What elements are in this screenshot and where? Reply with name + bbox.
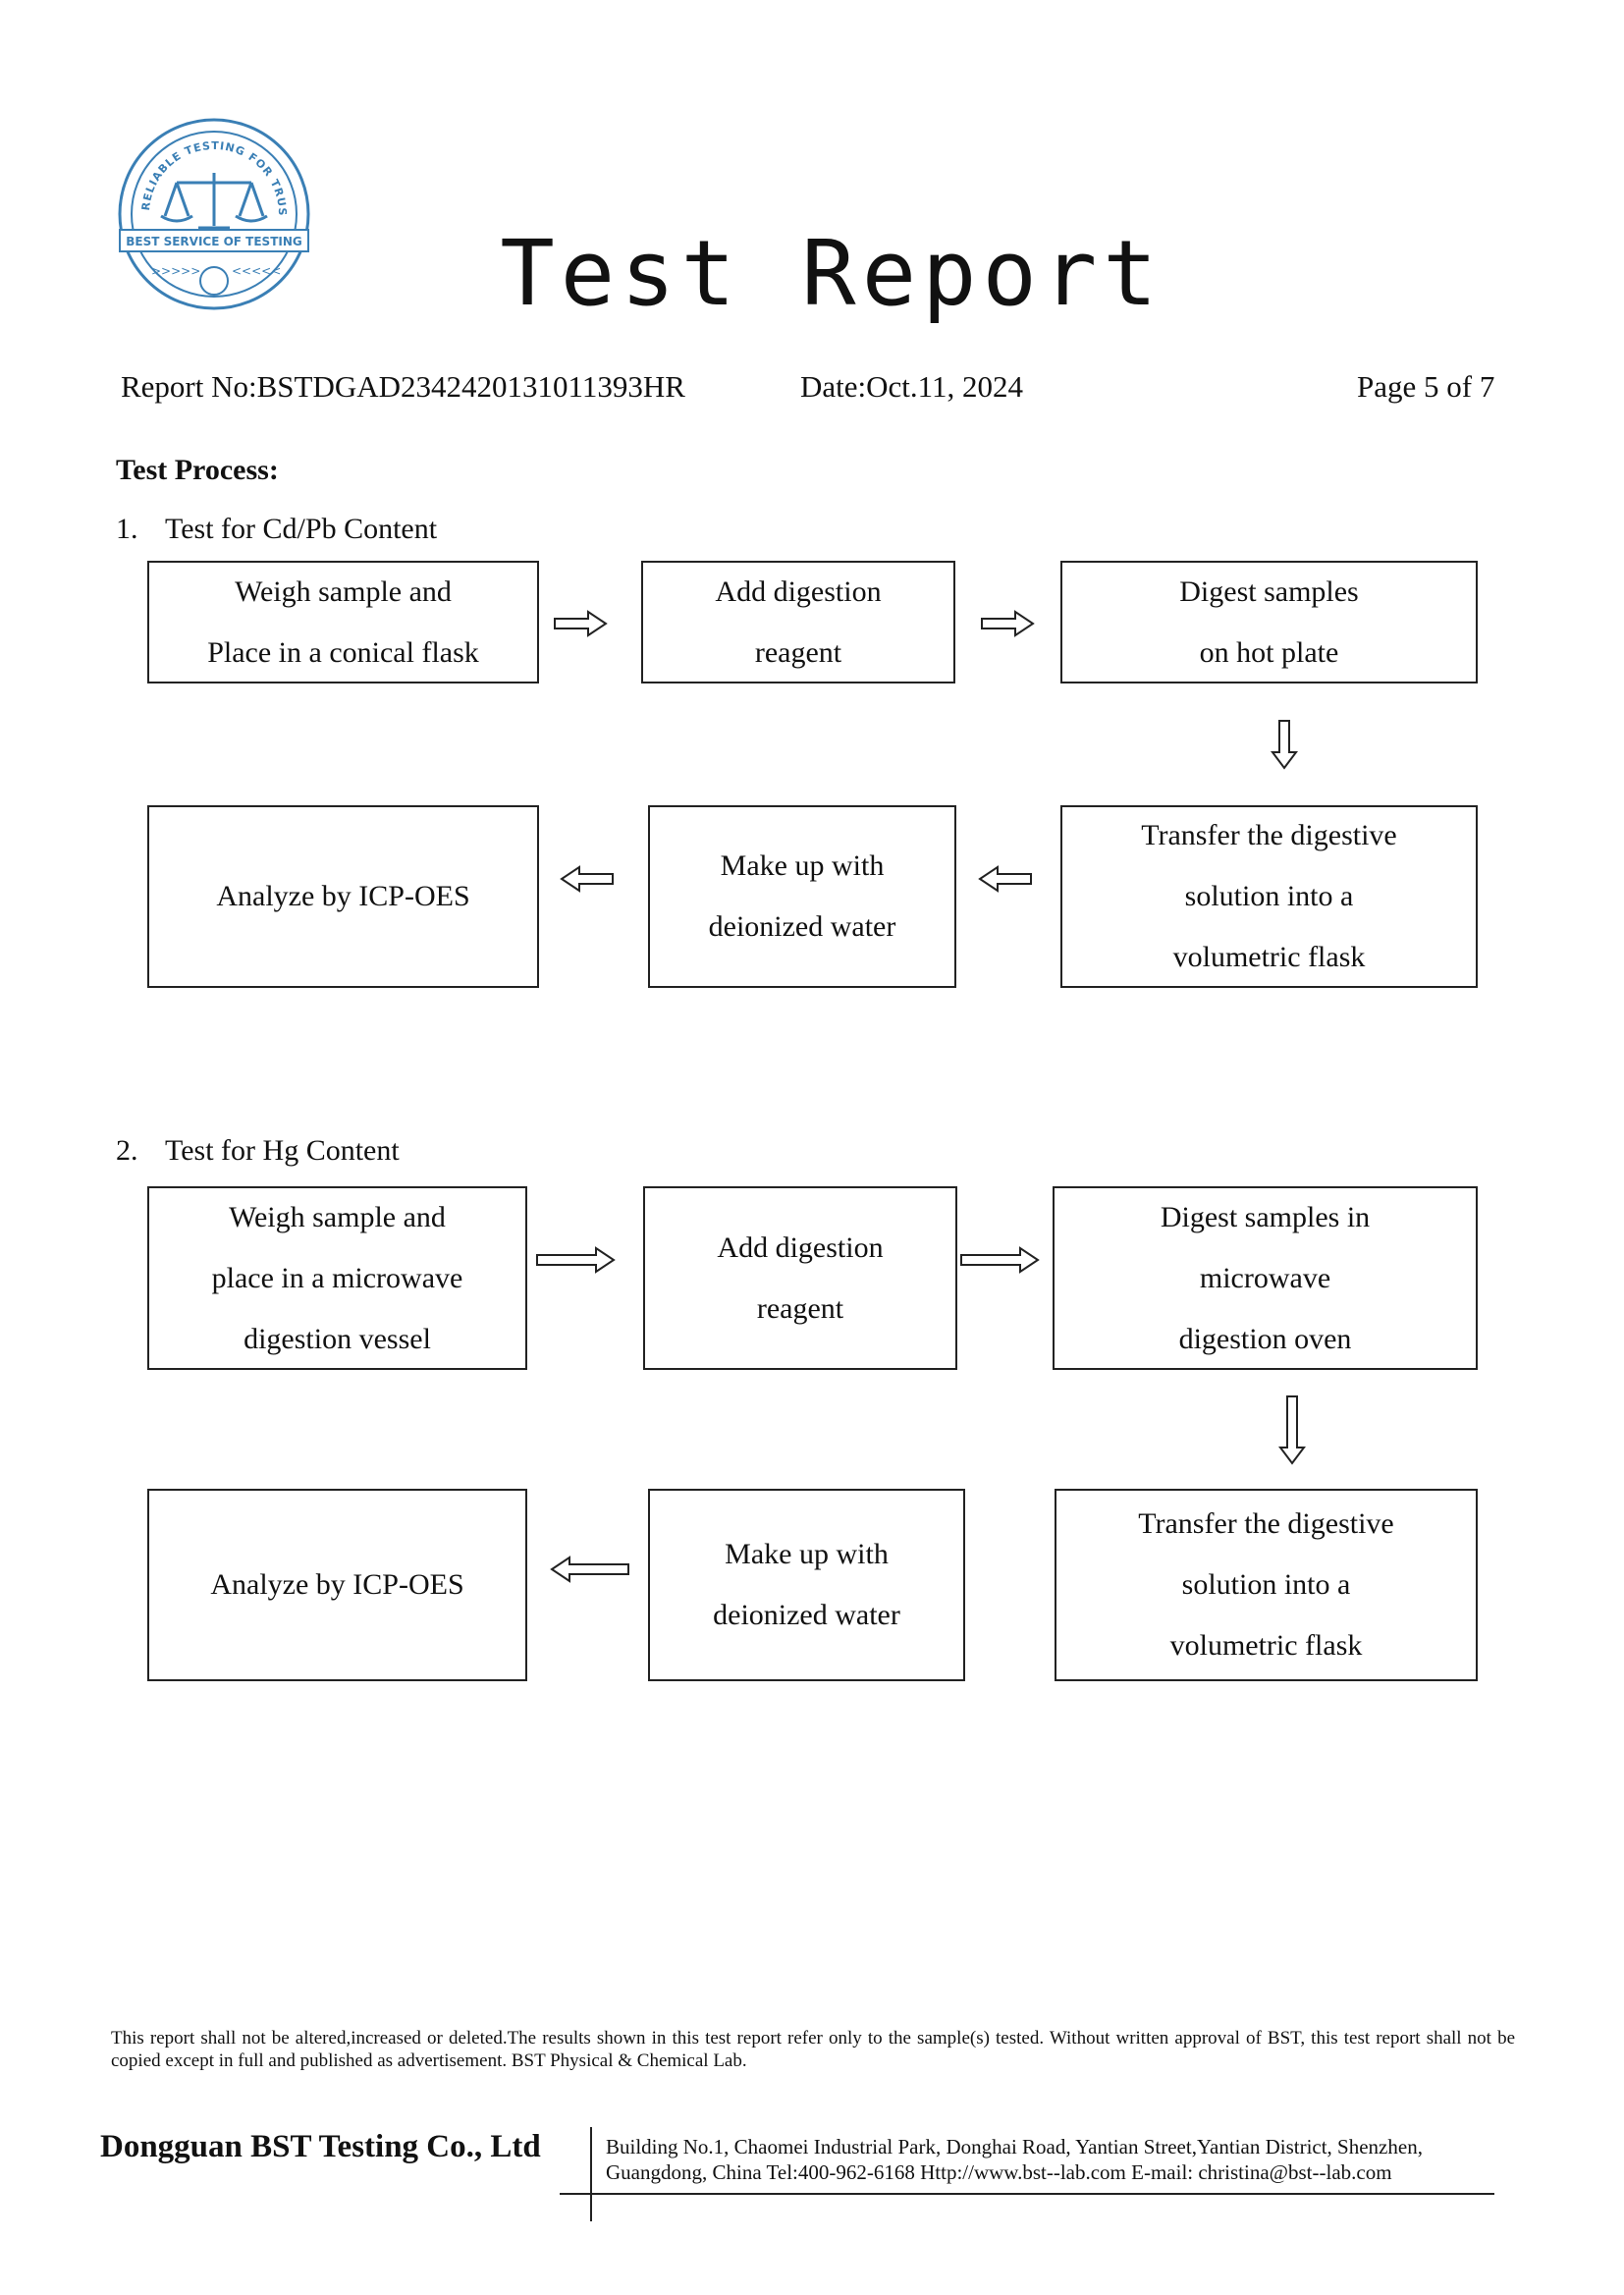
box-line: deionized water bbox=[708, 910, 896, 943]
company-address: Building No.1, Chaomei Industrial Park, … bbox=[606, 2134, 1519, 2185]
svg-text:<<<<<: <<<<< bbox=[232, 264, 281, 278]
logo-band-text: BEST SERVICE OF TESTING bbox=[126, 235, 302, 248]
arrow-left-icon bbox=[978, 865, 1032, 893]
address-line: Building No.1, Chaomei Industrial Park, … bbox=[606, 2135, 1423, 2158]
page-title: Test Report bbox=[500, 221, 1164, 326]
box-line: deionized water bbox=[713, 1599, 900, 1631]
bst-logo: A RELIABLE TESTING FOR TRUST BEST SERVIC… bbox=[116, 116, 310, 310]
arrow-down-icon bbox=[1271, 720, 1298, 770]
box-line: Digest samples in bbox=[1160, 1200, 1371, 1233]
arrow-right-icon bbox=[536, 1246, 616, 1274]
box-line: Place in a conical flask bbox=[207, 635, 479, 669]
test-process-heading: Test Process: bbox=[116, 454, 279, 486]
box-line: Add digestion bbox=[715, 574, 882, 608]
disclaimer-text: This report shall not be altered,increas… bbox=[111, 2028, 1515, 2071]
box-line: Add digestion bbox=[717, 1230, 884, 1264]
section-number: 2. bbox=[116, 1134, 138, 1167]
box-line: Weigh sample and bbox=[235, 574, 452, 608]
section-title: Test for Hg Content bbox=[165, 1134, 400, 1167]
box-line: Digest samples bbox=[1179, 574, 1359, 608]
company-name: Dongguan BST Testing Co., Ltd bbox=[100, 2129, 541, 2164]
section-number: 1. bbox=[116, 513, 138, 545]
arrow-right-icon bbox=[981, 610, 1035, 637]
arrow-down-icon bbox=[1278, 1395, 1306, 1465]
box-line: volumetric flask bbox=[1169, 1629, 1363, 1662]
box-line: digestion vessel bbox=[244, 1322, 431, 1355]
box-line: Make up with bbox=[720, 849, 885, 882]
box-line: Transfer the digestive bbox=[1138, 1507, 1394, 1540]
report-number: Report No:BSTDGAD2342420131011393HR bbox=[121, 369, 685, 404]
box-line: place in a microwave bbox=[211, 1261, 463, 1294]
logo-chevrons: >>>>> <<<<< bbox=[151, 264, 281, 278]
scales-icon bbox=[160, 173, 268, 230]
contact-line: Guangdong, China Tel:400-962-6168 Http:/… bbox=[606, 2160, 1392, 2184]
flow-box-s1-1: Weigh sample and Place in a conical flas… bbox=[147, 561, 539, 683]
arrow-right-icon bbox=[554, 610, 608, 637]
flow-box-s1-3: Digest samples on hot plate bbox=[1060, 561, 1478, 683]
flow-box-s2-6: Analyze by ICP-OES bbox=[147, 1489, 527, 1681]
flow-box-s2-5: Make up with deionized water bbox=[648, 1489, 965, 1681]
footer-divider-horizontal bbox=[560, 2193, 1494, 2195]
svg-text:A RELIABLE TESTING FOR TRUST: A RELIABLE TESTING FOR TRUST bbox=[116, 116, 289, 217]
box-line: reagent bbox=[754, 635, 842, 669]
flow-box-s2-1: Weigh sample and place in a microwave di… bbox=[147, 1186, 527, 1370]
box-line: Weigh sample and bbox=[229, 1200, 446, 1233]
flow-box-s1-4: Transfer the digestive solution into a v… bbox=[1060, 805, 1478, 988]
flow-box-s2-3: Digest samples in microwave digestion ov… bbox=[1053, 1186, 1478, 1370]
box-line: solution into a bbox=[1181, 1568, 1351, 1601]
box-line: Analyze by ICP-OES bbox=[210, 1568, 464, 1601]
box-line: Make up with bbox=[725, 1538, 889, 1570]
logo-seal-icon bbox=[199, 266, 229, 296]
section-title-cd-pb: 1. Test for Cd/Pb Content bbox=[116, 513, 437, 546]
box-line: digestion oven bbox=[1178, 1322, 1352, 1355]
flow-box-s1-2: Add digestion reagent bbox=[641, 561, 955, 683]
flow-box-s1-6: Analyze by ICP-OES bbox=[147, 805, 539, 988]
section-title-hg: 2. Test for Hg Content bbox=[116, 1134, 400, 1168]
box-line: solution into a bbox=[1184, 880, 1354, 912]
footer-divider-vertical bbox=[590, 2127, 592, 2221]
arrow-left-icon bbox=[550, 1556, 629, 1583]
report-date: Date:Oct.11, 2024 bbox=[800, 369, 1023, 404]
svg-text:>>>>>: >>>>> bbox=[151, 264, 200, 278]
box-line: microwave bbox=[1199, 1261, 1331, 1294]
arrow-left-icon bbox=[560, 865, 614, 893]
arrow-right-icon bbox=[960, 1246, 1040, 1274]
box-line: volumetric flask bbox=[1172, 941, 1366, 973]
flow-box-s2-2: Add digestion reagent bbox=[643, 1186, 957, 1370]
flow-box-s1-5: Make up with deionized water bbox=[648, 805, 956, 988]
box-line: Transfer the digestive bbox=[1141, 819, 1397, 851]
box-line: on hot plate bbox=[1199, 635, 1339, 669]
page-indicator: Page 5 of 7 bbox=[1357, 369, 1495, 404]
flow-box-s2-4: Transfer the digestive solution into a v… bbox=[1055, 1489, 1478, 1681]
section-title: Test for Cd/Pb Content bbox=[165, 513, 438, 545]
box-line: Analyze by ICP-OES bbox=[216, 880, 470, 912]
box-line: reagent bbox=[756, 1291, 844, 1325]
logo-arc-text: A RELIABLE TESTING FOR TRUST bbox=[116, 116, 288, 217]
